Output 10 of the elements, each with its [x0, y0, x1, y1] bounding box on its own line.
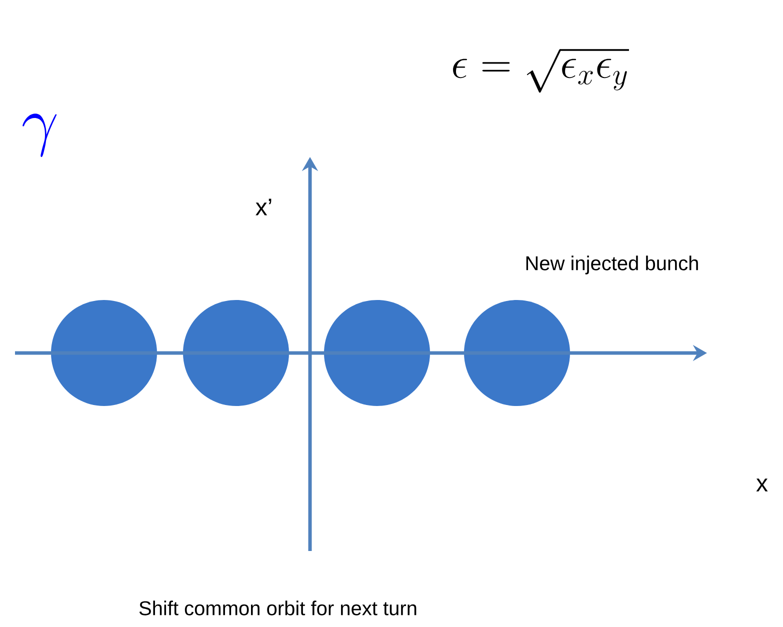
gamma-symbol: $\gamma$	[22, 114, 57, 158]
axis-label: x’	[256, 198, 272, 216]
bunch-circle	[183, 300, 289, 406]
bunch-circle	[464, 300, 570, 406]
emittance-formula: $\epsilon = \sqrt{\epsilon_x\epsilon_y}$	[453, 49, 629, 93]
axis-label: x	[756, 478, 768, 492]
bunch-caption: New injected bunch	[526, 256, 698, 274]
bunch-circle	[51, 300, 157, 406]
bunch-circle	[324, 300, 430, 406]
caption-text: Shift common orbit for next turn	[139, 600, 416, 616]
